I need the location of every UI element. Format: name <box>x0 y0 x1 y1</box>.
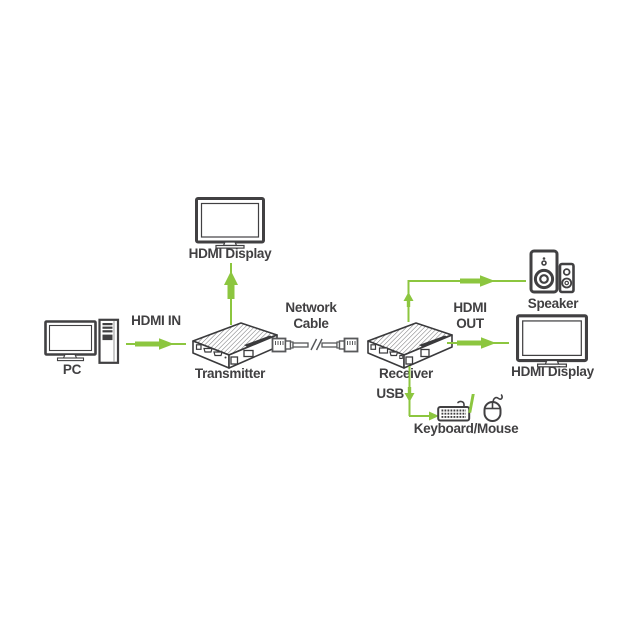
speaker-icon <box>529 249 575 294</box>
hdmi-out-label: HDMI OUT <box>444 300 496 331</box>
network-cable-label-line2: Cable <box>293 315 329 331</box>
hdmi-in-label: HDMI IN <box>131 313 181 328</box>
network-cable-label: Network Cable <box>279 300 343 331</box>
hdmi-out-label-line1: HDMI <box>453 300 487 315</box>
arrow-up-to-display-icon <box>224 263 238 325</box>
mouse-icon <box>483 394 503 422</box>
hdmi-display-top-icon <box>195 197 265 249</box>
hdmi-out-label-line2: OUT <box>456 315 484 331</box>
receiver-label: Receiver <box>379 366 433 381</box>
arrow-hdmi-in-icon <box>126 338 186 350</box>
transmitter-device-icon <box>192 322 278 369</box>
keyboard-mouse-label: Keyboard/Mouse <box>413 421 519 436</box>
hdmi-display-right-icon <box>516 314 588 368</box>
usb-label: USB <box>376 386 404 401</box>
arrow-to-speaker-icon <box>408 275 526 287</box>
display-right-label: HDMI Display <box>511 364 594 379</box>
display-top-label: HDMI Display <box>188 246 272 261</box>
line-receiver-to-usb-vertical-icon <box>404 366 415 416</box>
receiver-device-icon <box>367 322 453 369</box>
arrow-to-keyboard-icon <box>409 411 439 421</box>
pc-label: PC <box>62 362 82 377</box>
network-cable-icon <box>271 337 359 353</box>
network-cable-label-line1: Network <box>285 300 337 315</box>
transmitter-label: Transmitter <box>194 366 266 381</box>
line-receiver-to-speaker-vertical-icon <box>403 280 414 322</box>
arrow-hdmi-out-icon <box>447 337 509 349</box>
keyboard-mouse-separator: / <box>468 390 475 418</box>
pc-icon <box>44 318 120 364</box>
speaker-label: Speaker <box>527 296 579 311</box>
keyboard-icon <box>437 400 471 422</box>
